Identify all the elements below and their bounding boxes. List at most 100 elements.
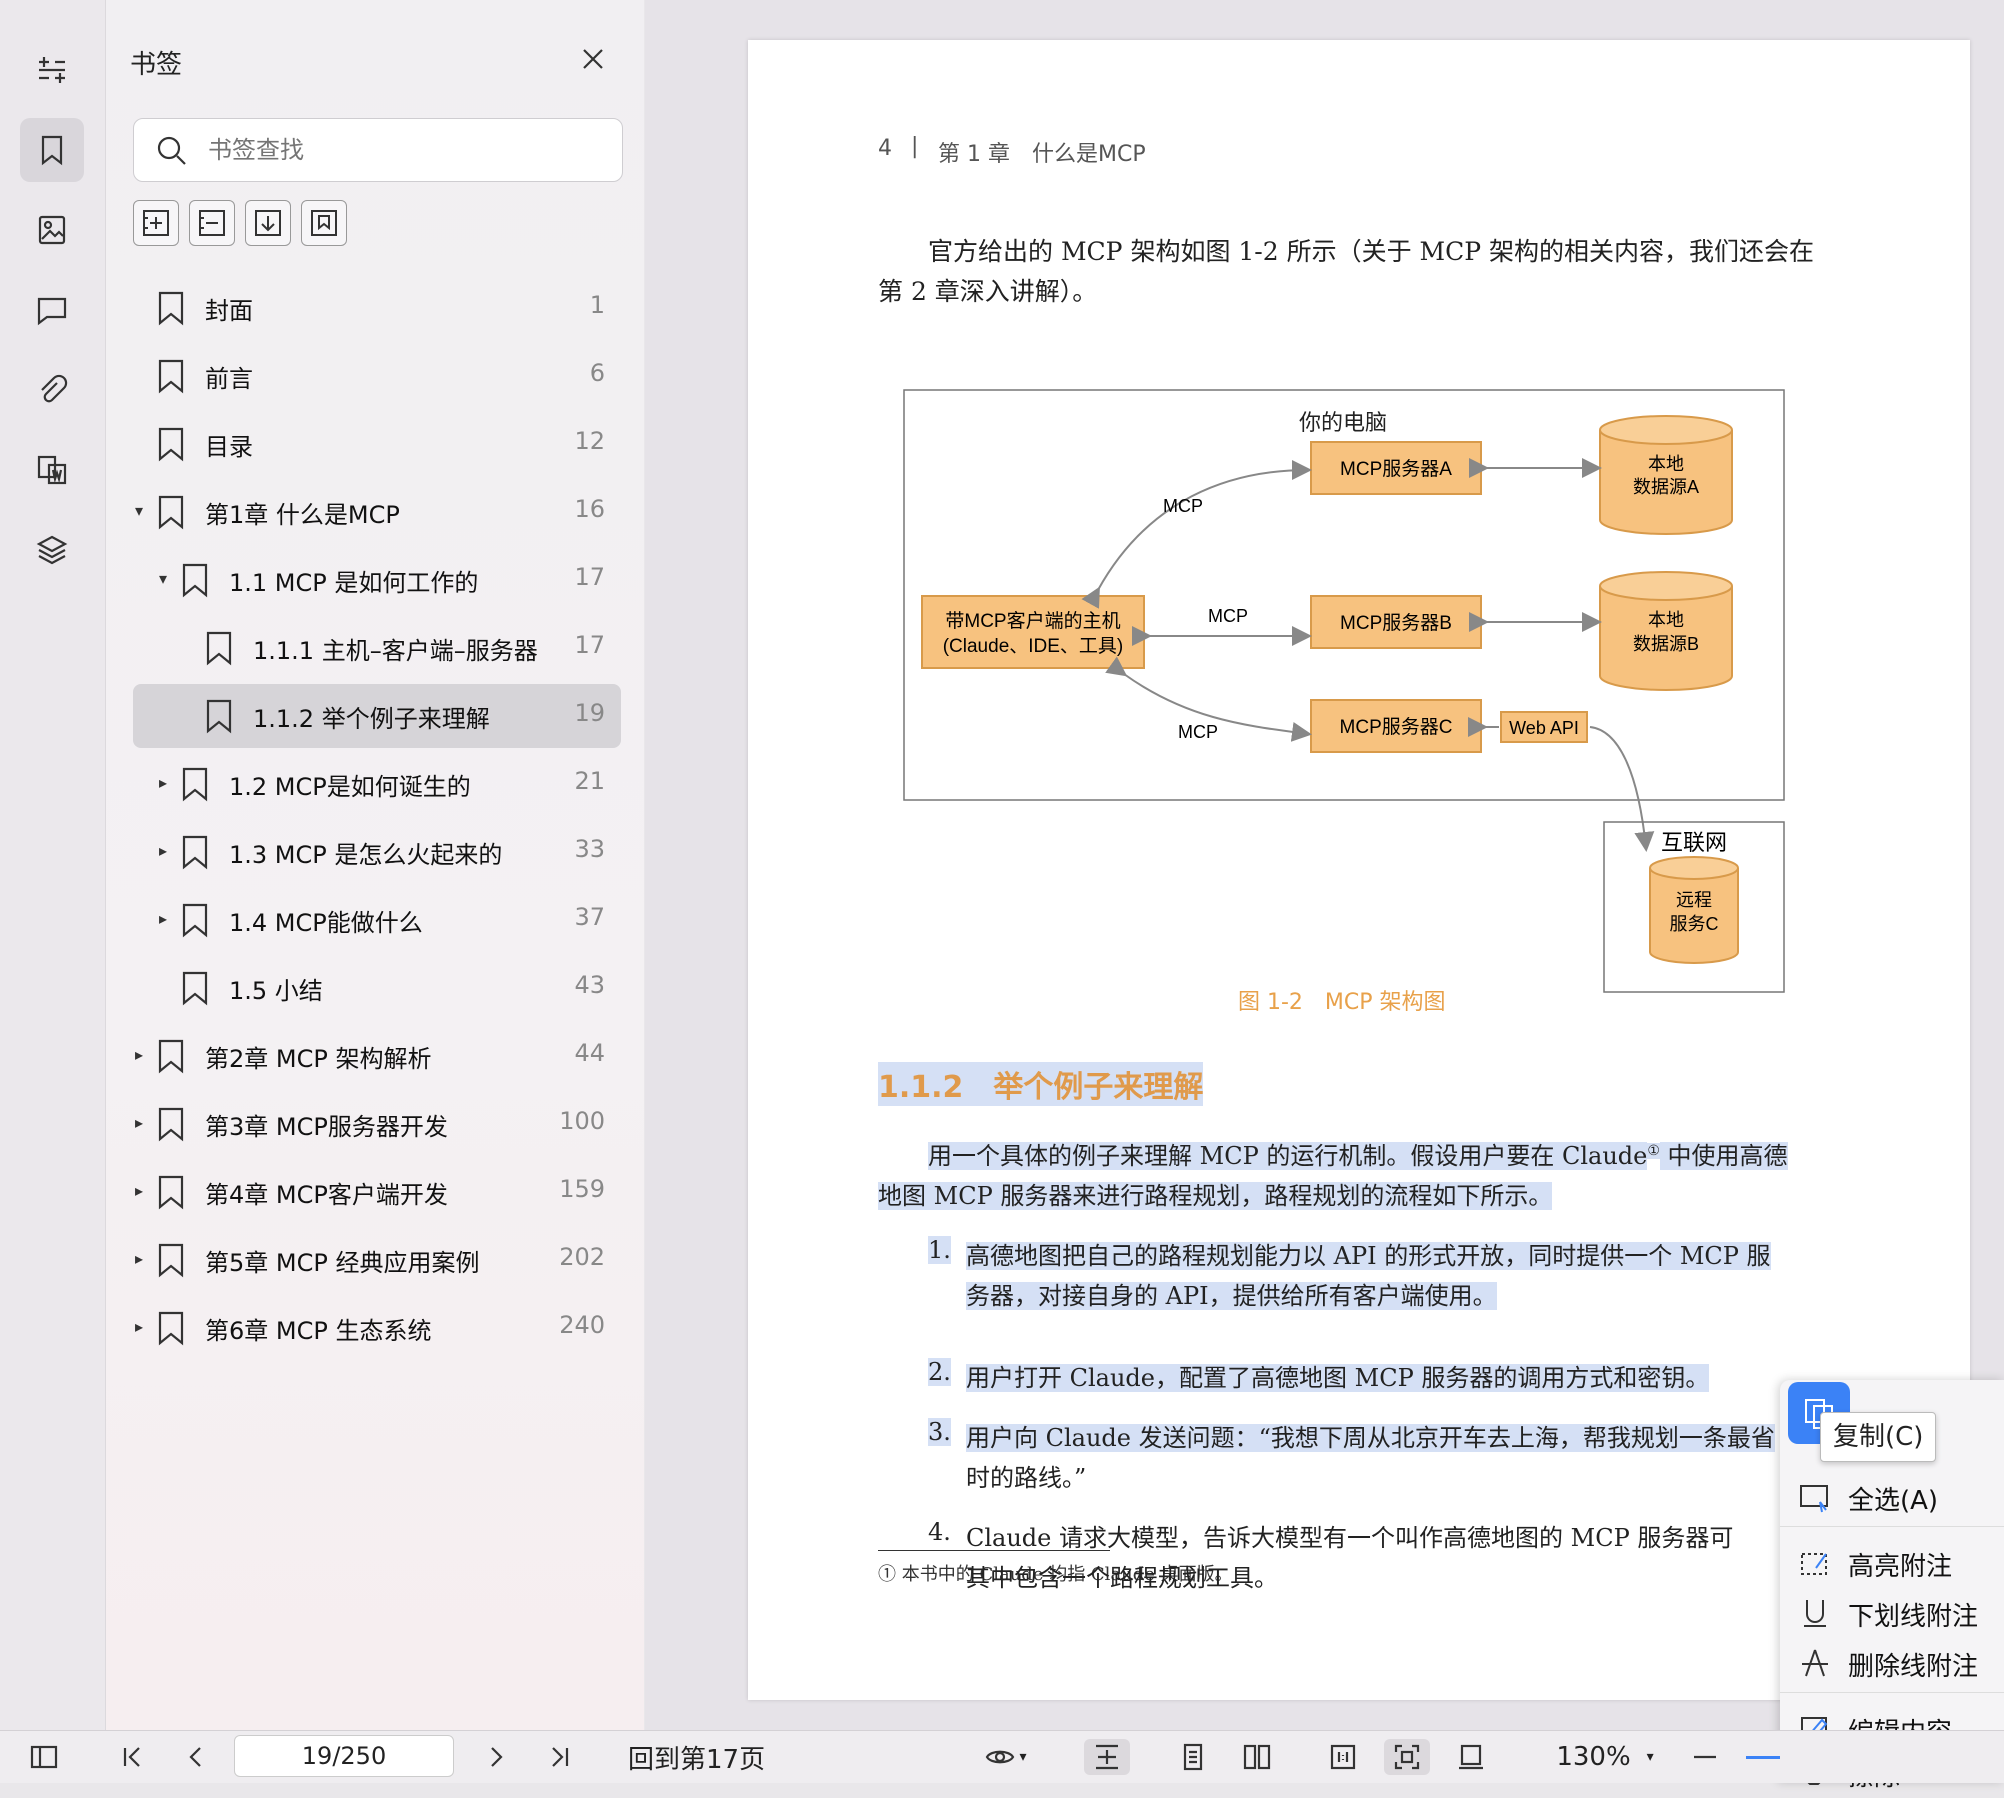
bookmark-label: 第1章 什么是MCP [205, 501, 400, 529]
back-to-page-button[interactable]: 回到第17页 [628, 1744, 766, 1775]
bookmark-label: 第4章 MCP客户端开发 [205, 1181, 448, 1209]
strikeout-item[interactable]: 删除线附注 [1780, 1636, 2004, 1688]
bookmark-icon [157, 1174, 185, 1210]
intro-line1: 官方给出的 MCP 架构如图 1-2 所示（关于 MCP 架构的相关内容，我们还… [928, 237, 1815, 266]
highlight-item[interactable]: 高亮附注 [1780, 1536, 2004, 1588]
expand-arrow-icon[interactable]: ▸ [159, 841, 168, 860]
list-item-number[interactable]: 1. [928, 1236, 951, 1264]
expand-bookmark-icon[interactable] [245, 200, 291, 246]
convert-icon[interactable] [20, 438, 84, 502]
bookmark-page: 17 [574, 631, 605, 659]
outline-icon[interactable] [20, 38, 84, 102]
prev-page-icon[interactable] [176, 1739, 216, 1775]
list-item-line2[interactable]: 时的路线。” [966, 1464, 1087, 1492]
list-item-number[interactable]: 3. [928, 1418, 951, 1446]
list-item-line2[interactable]: 其中包含一个路程规划工具。 [966, 1564, 1278, 1592]
bookmark-tab-icon[interactable] [20, 118, 84, 182]
last-page-icon[interactable] [540, 1739, 580, 1775]
bookmark-icon [157, 1038, 185, 1074]
list-item-line1[interactable]: 用户向 Claude 发送问题：“我想下周从北京开车去上海，帮我规划一条最省 [966, 1424, 1775, 1452]
para1-line1[interactable]: 用一个具体的例子来理解 MCP 的运行机制。假设用户要在 Claude① 中使用… [928, 1142, 1788, 1170]
close-icon[interactable] [578, 44, 608, 74]
list-item-line1[interactable]: 高德地图把自己的路程规划能力以 API 的形式开放，同时提供一个 MCP 服 [966, 1242, 1771, 1270]
bookmark-icon [181, 902, 209, 938]
para1-line2[interactable]: 地图 MCP 服务器来进行路程规划，路程规划的流程如下所示。 [878, 1182, 1553, 1210]
list-item-line1[interactable]: 用户打开 Claude，配置了高德地图 MCP 服务器的调用方式和密钥。 [966, 1364, 1710, 1392]
single-page-icon[interactable] [1170, 1739, 1216, 1775]
layers-icon[interactable] [20, 518, 84, 582]
list-item-number[interactable]: 4. [928, 1518, 951, 1546]
mcp-label-1: MCP [1163, 496, 1203, 516]
bookmark-label: 第2章 MCP 架构解析 [205, 1045, 432, 1073]
bookmark-icon [205, 698, 233, 734]
bottom-toolbar: 19/250 回到第17页 ▾ 130%▾ [0, 1730, 2004, 1783]
bookmark-page: 44 [574, 1039, 605, 1067]
zoom-slider[interactable] [1746, 1756, 1780, 1759]
zoom-out-icon[interactable] [1690, 1739, 1720, 1775]
panel-title: 书签 [130, 50, 183, 80]
intro-line2: 第 2 章深入讲解）。 [878, 277, 1098, 306]
expand-arrow-icon[interactable]: ▸ [159, 909, 168, 928]
sidebar-toggle-icon[interactable] [24, 1739, 64, 1775]
copy-tooltip[interactable]: 复制(C) [1820, 1412, 1937, 1462]
zoom-select[interactable]: 130%▾ [1556, 1742, 1654, 1772]
bookmark-label: 1.1.1 主机–客户端–服务器 [253, 637, 538, 665]
view-mode-icon[interactable]: ▾ [976, 1739, 1036, 1775]
list-item-number[interactable]: 2. [928, 1358, 951, 1386]
thumbnail-icon[interactable] [20, 198, 84, 262]
list-item-line2[interactable]: 务器，对接自身的 API，提供给所有客户端使用。 [966, 1282, 1497, 1310]
expand-arrow-icon[interactable]: ▸ [135, 1045, 144, 1064]
page-input[interactable]: 19/250 [234, 1735, 454, 1777]
bookmark-label: 第5章 MCP 经典应用案例 [205, 1249, 480, 1277]
server-a-label: MCP服务器A [1340, 458, 1452, 480]
add-bookmark-icon[interactable] [133, 200, 179, 246]
section-heading[interactable]: 1.1.2 举个例子来理解 [878, 1062, 1204, 1106]
comment-icon[interactable] [20, 278, 84, 342]
bookmark-toggle-icon[interactable] [301, 200, 347, 246]
expand-arrow-icon[interactable]: ▸ [135, 1181, 144, 1200]
bookmark-item[interactable]: 1.1.1 主机–客户端–服务器 17 [133, 616, 621, 680]
expand-arrow-icon[interactable]: ▸ [159, 773, 168, 792]
two-page-icon[interactable] [1234, 1739, 1280, 1775]
attachment-icon[interactable] [20, 358, 84, 422]
next-page-icon[interactable] [476, 1739, 516, 1775]
underline-item[interactable]: 下划线附注 [1780, 1586, 2004, 1638]
first-page-icon[interactable] [112, 1739, 152, 1775]
document-page[interactable]: 4 | 第 1 章 什么是MCP 官方给出的 MCP 架构如图 1-2 所示（关… [748, 40, 1970, 1700]
collapse-arrow-icon[interactable]: ▾ [135, 501, 144, 520]
footnote: ① 本书中的 Claude 均指 Claude 桌面版。 [878, 1564, 1233, 1585]
fit-width-icon[interactable] [1084, 1739, 1130, 1775]
expand-arrow-icon[interactable]: ▸ [135, 1249, 144, 1268]
collapse-arrow-icon[interactable]: ▾ [159, 569, 168, 588]
rotate-icon[interactable] [1448, 1739, 1494, 1775]
actual-size-icon[interactable] [1320, 1739, 1366, 1775]
expand-arrow-icon[interactable]: ▸ [135, 1317, 144, 1336]
host-box [921, 595, 1145, 669]
fit-page-icon[interactable] [1384, 1739, 1430, 1775]
internet-frame [1603, 821, 1785, 993]
remove-bookmark-icon[interactable] [189, 200, 235, 246]
search-input[interactable] [206, 133, 590, 169]
bookmark-label: 1.1 MCP 是如何工作的 [229, 569, 479, 597]
select-all-item[interactable]: 全选(A) [1780, 1470, 2004, 1522]
expand-arrow-icon[interactable]: ▸ [135, 1113, 144, 1132]
bookmark-item[interactable]: ▸ 第2章 MCP 架构解析 44 [133, 1024, 621, 1088]
list-item-line1[interactable]: Claude 请求大模型，告诉大模型有一个叫作高德地图的 MCP 服务器可 [966, 1524, 1734, 1552]
svg-text:本地: 本地 [1648, 610, 1684, 630]
host-label-1: 带MCP客户端的主机 [945, 610, 1120, 632]
bookmark-search[interactable] [133, 118, 623, 182]
